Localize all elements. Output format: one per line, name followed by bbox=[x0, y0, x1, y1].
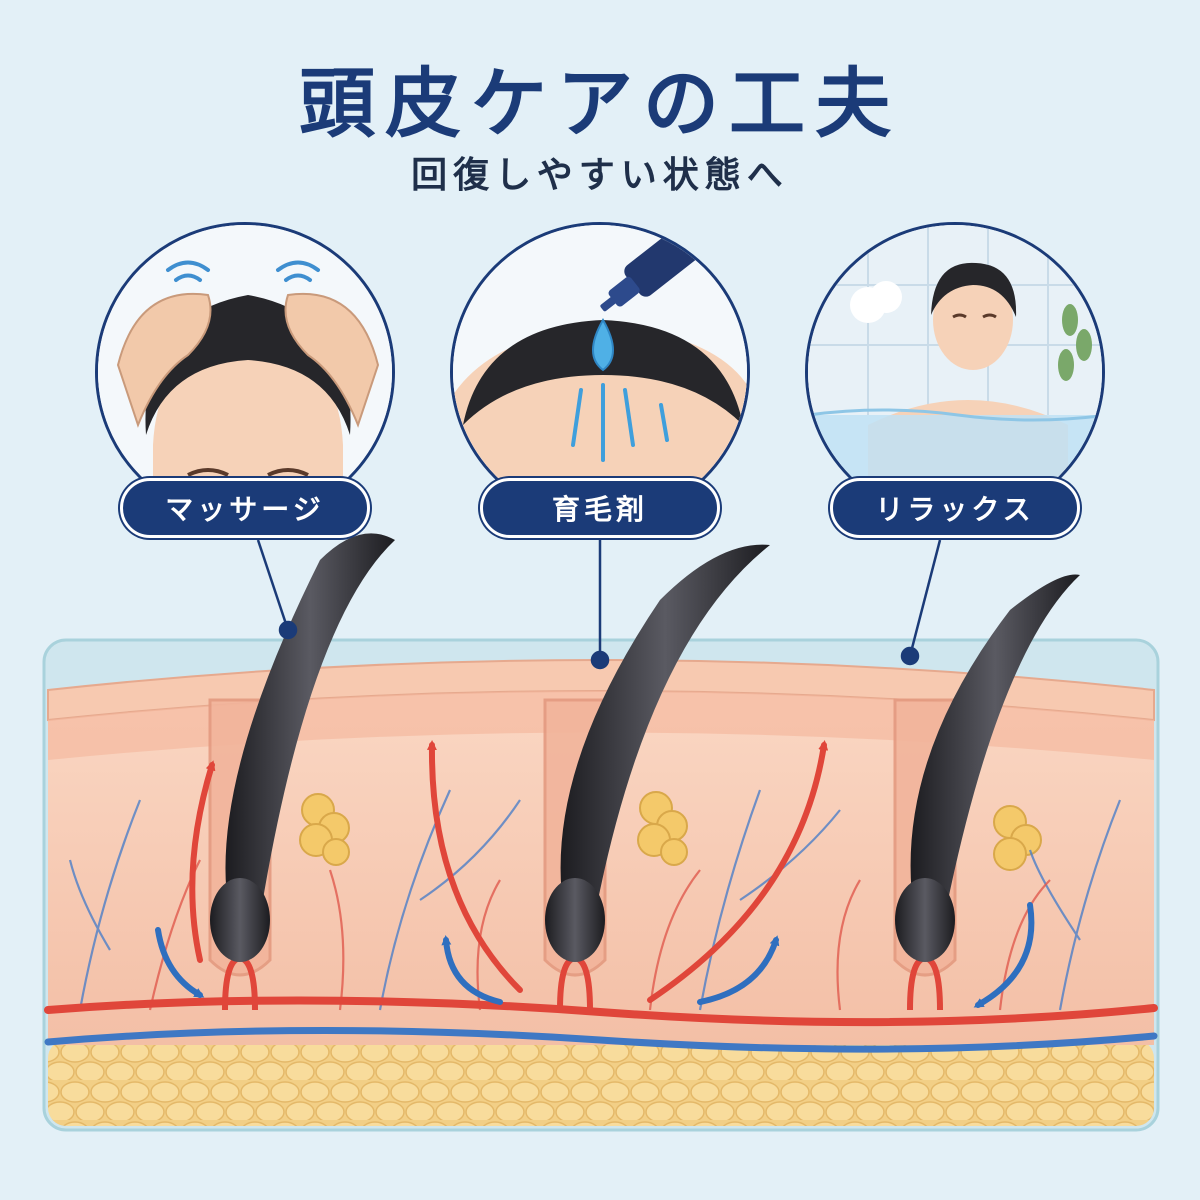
blood-flow-arrow-up-2 bbox=[426, 740, 523, 993]
page-subtitle: 回復しやすい状態へ bbox=[411, 154, 789, 196]
hair-tonic-illustration bbox=[450, 222, 750, 522]
relaxation-illustration bbox=[805, 222, 1105, 522]
vein bbox=[44, 1026, 1158, 1053]
page-title: 頭皮ケアの工夫 bbox=[299, 59, 901, 148]
massage-illustration bbox=[95, 222, 395, 522]
label-relax: リラックス bbox=[830, 478, 1080, 538]
hair-follicles bbox=[210, 533, 1080, 962]
blood-flow-arrow-down-2 bbox=[441, 935, 503, 1005]
hair-tonic-drop-icon bbox=[453, 225, 747, 519]
blood-flow-arrow-up-1 bbox=[189, 760, 216, 963]
connector-dot-massage bbox=[278, 620, 298, 640]
blood-flow-arrow-down-1 bbox=[155, 927, 205, 998]
artery bbox=[44, 996, 1158, 1027]
fat-layer bbox=[48, 1040, 1154, 1126]
label-massage: マッサージ bbox=[120, 478, 370, 538]
connector-dot-tonic bbox=[590, 650, 610, 670]
blood-flow-arrow-up-3 bbox=[647, 740, 829, 1003]
blood-flow-arrow-down-4 bbox=[973, 902, 1035, 1008]
scalp-massage-icon bbox=[98, 225, 392, 519]
sebaceous-glands bbox=[299, 791, 1042, 871]
label-hair-tonic: 育毛剤 bbox=[480, 478, 720, 538]
blood-flow-arrow-down-3 bbox=[697, 935, 780, 1005]
connector-dot-relax bbox=[900, 646, 920, 666]
